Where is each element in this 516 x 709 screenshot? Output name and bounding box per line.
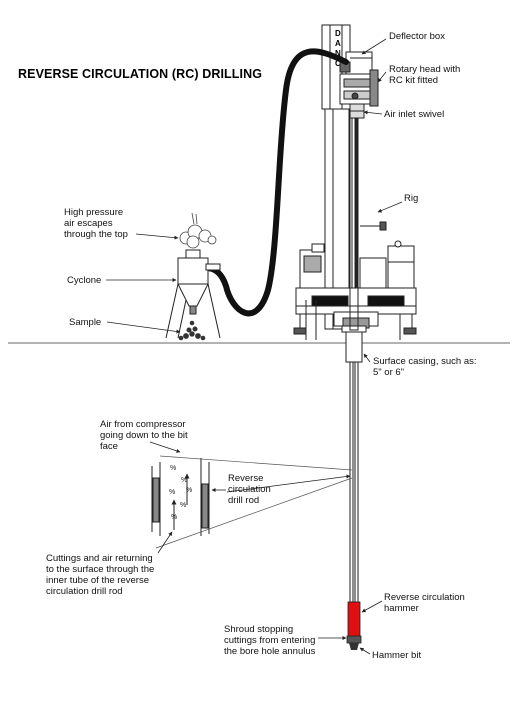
rig-body [293,221,417,335]
svg-text:%: % [180,502,186,509]
detail-lines [155,455,353,549]
label-surface-casing: Surface casing, such as: 5" or 6" [373,356,477,378]
rod-cutaway [151,458,210,536]
sample-pile [178,320,206,341]
cutting-particles: %% %% %% [169,465,192,521]
svg-text:%: % [169,489,175,496]
label-rig: Rig [404,193,419,204]
diagram-title: REVERSE CIRCULATION (RC) DRILLING [18,67,263,81]
label-hammer-bit: Hammer bit [372,650,422,661]
label-high-pressure-air: High pressure air escapes through the to… [64,207,128,240]
svg-text:%: % [186,487,192,494]
cyclone [165,249,221,339]
rig-frame [305,300,401,340]
air-hose [203,48,349,317]
label-rotary-head: Rotary head with RC kit fitted [389,64,461,86]
air-puff [179,212,217,249]
svg-text:%: % [181,477,187,484]
callout-arrows [106,38,403,655]
label-cyclone: Cyclone [67,275,102,286]
label-shroud: Shroud stopping cuttings from entering t… [224,624,316,657]
label-deflector-box: Deflector box [389,31,445,42]
label-air-from-compressor: Air from compressor going down to the bi… [100,419,188,452]
shroud [346,635,362,644]
label-sample: Sample [69,317,102,328]
air-inlet-swivel [349,103,365,119]
hammer-bit [349,643,359,650]
label-rc-drill-rod: Reverse circulation drill rod [228,473,271,506]
rc-hammer [347,601,361,641]
svg-text:%: % [171,514,177,521]
label-air-inlet-swivel: Air inlet swivel [384,109,445,120]
label-cuttings-returning: Cuttings and air returning to the surfac… [46,553,155,597]
svg-text:%: % [170,465,176,472]
label-rc-hammer: Reverse circulation hammer [384,592,465,614]
rotary-head [339,69,379,107]
